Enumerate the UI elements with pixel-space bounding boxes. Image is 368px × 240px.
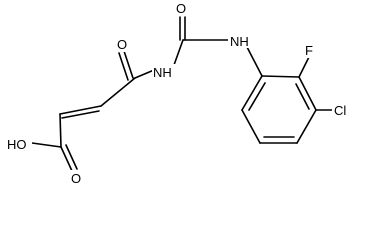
bond-nh-ring bbox=[246, 46, 263, 77]
bond-ring-6 bbox=[241, 75, 263, 111]
bond-vinyl-a bbox=[59, 105, 102, 115]
bond-ring-inner-3 bbox=[295, 83, 310, 110]
bond-acid-co-b bbox=[65, 144, 78, 170]
bond-amide-vinyl bbox=[100, 77, 136, 107]
atom-nh-mid: NH bbox=[153, 65, 172, 80]
atom-o-top: O bbox=[176, 1, 186, 16]
bond-vinyl-acid bbox=[59, 113, 62, 148]
bond-ring-f bbox=[298, 54, 311, 78]
bond-amide-co-a bbox=[123, 50, 134, 79]
bond-ring-5 bbox=[241, 109, 261, 144]
molecule-drawing: O NH F O NH Cl HO O bbox=[6, 0, 354, 186]
atom-o-bottom: O bbox=[71, 171, 81, 186]
bond-nh-amide bbox=[134, 69, 155, 79]
atom-label-layer: O NH F O NH Cl HO O bbox=[6, 0, 354, 186]
bond-acid-oh bbox=[31, 142, 62, 148]
atom-f: F bbox=[305, 43, 313, 58]
bond-ring-3 bbox=[296, 109, 317, 144]
bond-ring-1 bbox=[261, 75, 300, 78]
atom-cl: Cl bbox=[334, 103, 346, 118]
bond-acid-co-a bbox=[60, 146, 73, 172]
atom-o-left: O bbox=[117, 37, 127, 52]
bond-amide-co-b bbox=[118, 52, 129, 81]
atom-oh: HO bbox=[7, 137, 27, 152]
bond-urea-nh-mid bbox=[173, 39, 184, 66]
bond-layer bbox=[31, 16, 334, 172]
bond-ring-2 bbox=[298, 76, 317, 111]
structure-diagram: O NH F O NH Cl HO O bbox=[6, 0, 354, 186]
bond-ring-inner-1 bbox=[248, 82, 266, 111]
bond-vinyl-b bbox=[61, 110, 100, 119]
atom-nh-right: NH bbox=[230, 34, 249, 49]
